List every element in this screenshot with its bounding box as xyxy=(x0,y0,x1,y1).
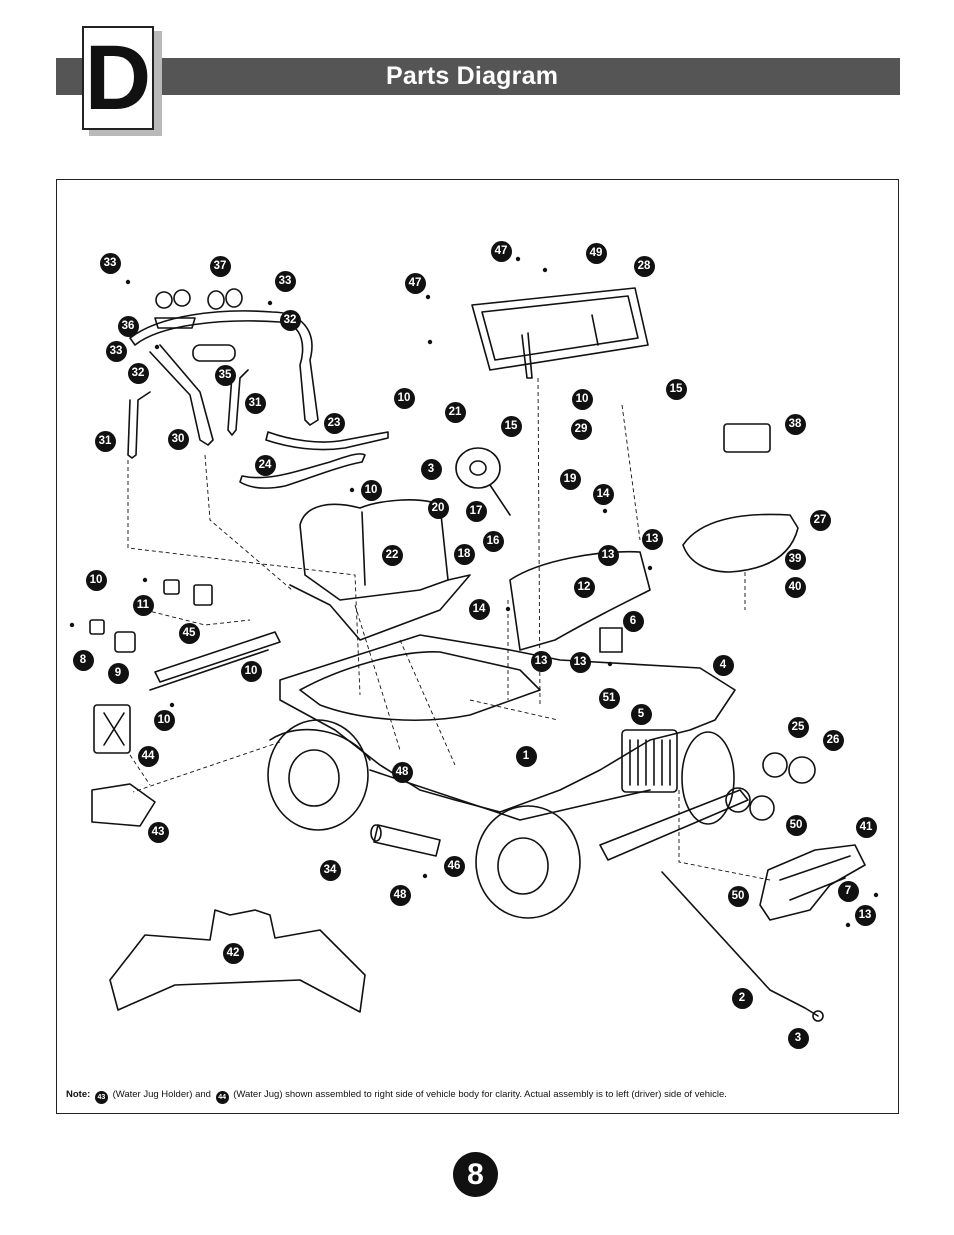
callout-part: 32 xyxy=(279,309,301,331)
note-text-b: (Water Jug) shown assembled to right sid… xyxy=(233,1089,727,1100)
callout-part: 44 xyxy=(137,745,159,767)
callout-part: 10 xyxy=(85,569,107,591)
note-ref-water-jug-holder: 43 xyxy=(94,1091,108,1104)
callout-part: 43 xyxy=(147,821,169,843)
callout-part: 10 xyxy=(360,479,382,501)
page-title: Parts Diagram xyxy=(386,62,559,90)
callout-part: 14 xyxy=(468,598,490,620)
callout-part: 32 xyxy=(127,362,149,384)
callout-part: 38 xyxy=(784,413,806,435)
callout-part: 34 xyxy=(319,859,341,881)
callout-part: 47 xyxy=(490,240,512,262)
callout-part: 33 xyxy=(99,252,121,274)
callout-part: 37 xyxy=(209,255,231,277)
callout-part: 33 xyxy=(274,270,296,292)
callout-part: 45 xyxy=(178,622,200,644)
callout-part: 27 xyxy=(809,509,831,531)
diagram-frame xyxy=(56,179,899,1114)
callout-part: 18 xyxy=(453,543,475,565)
callout-part: 46 xyxy=(443,855,465,877)
callout-part: 35 xyxy=(214,364,236,386)
callout-part: 15 xyxy=(500,415,522,437)
callout-part: 10 xyxy=(240,660,262,682)
callout-part: 1 xyxy=(515,745,537,767)
callout-part: 20 xyxy=(427,497,449,519)
callout-part: 9 xyxy=(107,662,129,684)
callout-part: 28 xyxy=(633,255,655,277)
callout-part: 50 xyxy=(727,885,749,907)
callout-part: 25 xyxy=(787,716,809,738)
callout-part: 13 xyxy=(597,544,619,566)
callout-part: 15 xyxy=(665,378,687,400)
callout-part: 51 xyxy=(598,687,620,709)
callout-part: 12 xyxy=(573,576,595,598)
callout-part: 30 xyxy=(167,428,189,450)
callout-part: 22 xyxy=(381,544,403,566)
callout-part: 5 xyxy=(630,703,652,725)
callout-part: 6 xyxy=(622,610,644,632)
callout-part: 13 xyxy=(530,650,552,672)
callout-part: 7 xyxy=(837,880,859,902)
section-letter: D xyxy=(84,27,152,129)
callout-part: 48 xyxy=(389,884,411,906)
callout-part: 13 xyxy=(641,528,663,550)
callout-part: 41 xyxy=(855,816,877,838)
callout-part: 10 xyxy=(393,387,415,409)
callout-part: 31 xyxy=(94,430,116,452)
section-header-bar xyxy=(56,58,900,95)
callout-part: 13 xyxy=(569,651,591,673)
callout-part: 2 xyxy=(731,987,753,1009)
page-number: 8 xyxy=(453,1152,498,1197)
callout-part: 11 xyxy=(132,594,154,616)
callout-part: 23 xyxy=(323,412,345,434)
callout-part: 29 xyxy=(570,418,592,440)
callout-part: 13 xyxy=(854,904,876,926)
callout-part: 40 xyxy=(784,576,806,598)
callout-part: 19 xyxy=(559,468,581,490)
callout-part: 24 xyxy=(254,454,276,476)
callout-part: 10 xyxy=(571,388,593,410)
diagram-note: Note: 43 (Water Jug Holder) and 44 (Wate… xyxy=(66,1089,886,1104)
note-label: Note: xyxy=(66,1089,91,1100)
callout-part: 50 xyxy=(785,814,807,836)
callout-part: 21 xyxy=(444,401,466,423)
callout-part: 48 xyxy=(391,761,413,783)
callout-part: 3 xyxy=(787,1027,809,1049)
callout-part: 42 xyxy=(222,942,244,964)
note-ref-water-jug: 44 xyxy=(215,1091,229,1104)
callout-part: 8 xyxy=(72,649,94,671)
callout-part: 17 xyxy=(465,500,487,522)
callout-part: 39 xyxy=(784,548,806,570)
callout-part: 4 xyxy=(712,654,734,676)
callout-part: 10 xyxy=(153,709,175,731)
callout-part: 36 xyxy=(117,315,139,337)
callout-part: 3 xyxy=(420,458,442,480)
callout-part: 33 xyxy=(105,340,127,362)
note-text-a: (Water Jug Holder) and xyxy=(112,1089,211,1100)
callout-part: 14 xyxy=(592,483,614,505)
callout-part: 16 xyxy=(482,530,504,552)
callout-part: 31 xyxy=(244,392,266,414)
callout-part: 26 xyxy=(822,729,844,751)
callout-part: 49 xyxy=(585,242,607,264)
section-letter-box: D xyxy=(82,26,154,130)
callout-part: 47 xyxy=(404,272,426,294)
